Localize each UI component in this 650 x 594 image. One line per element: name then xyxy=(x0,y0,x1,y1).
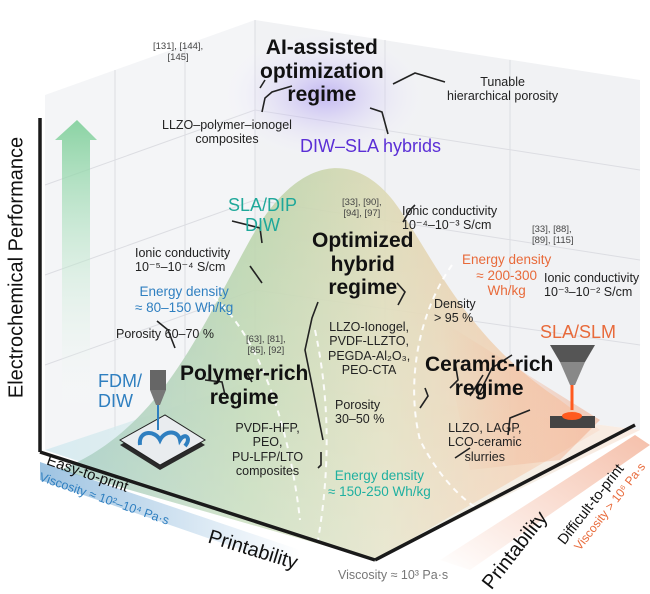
ai-regime-refs: [131], [144],[145] xyxy=(153,41,204,63)
performance-arrow-icon xyxy=(55,120,97,420)
polymer-regime-materials: PVDF-HFP, PEO, PU-LFP/LTO composites xyxy=(232,421,304,479)
easy-print-band xyxy=(40,462,300,570)
sla-printer-icon xyxy=(550,345,595,428)
difficult-print-band xyxy=(440,435,650,570)
fdm-printer-icon xyxy=(119,370,206,470)
hybrid-regime-title: Optimized hybrid regime xyxy=(312,229,414,300)
ceramic-regime-materials: LLZO, LAGP, LCO-ceramic slurries xyxy=(448,421,522,464)
hybrid-regime-energy: Energy density≈ 150-250 Wh/kg xyxy=(328,468,431,499)
ai-regime-technique: DIW–SLA hybrids xyxy=(300,136,442,156)
regime-boundaries xyxy=(204,264,501,541)
polymer-regime-porosity: Porosity 60–70 % xyxy=(116,327,214,341)
ceramic-regime-density: Density> 95 % xyxy=(434,297,476,326)
hybrid-regime-refs: [33], [90],[94], [97] xyxy=(342,197,382,219)
corner-viscosity-label: Viscosity ≈ 10³ Pa·s xyxy=(338,568,449,582)
ai-regime-title: AI-assisted optimization regime xyxy=(260,36,384,107)
ceramic-glow xyxy=(440,320,600,470)
polymer-regime-technique: FDM/DIW xyxy=(98,371,142,411)
ceramic-regime-technique: SLA/SLM xyxy=(540,322,617,342)
y-axis-label: Electrochemical Performance xyxy=(5,136,28,399)
ceramic-regime-energy: Energy density ≈ 200-300 Wh/kg xyxy=(462,252,552,299)
polymer-regime-energy: Energy density≈ 80–150 Wh/kg xyxy=(135,284,234,315)
leader-lines xyxy=(156,72,531,469)
ai-regime-glow xyxy=(215,25,435,165)
polymer-regime-refs: [63], [81],[85], [92] xyxy=(246,334,286,356)
hybrid-regime-materials: LLZO-Ionogel, PVDF-LLZTO, PEGDA-Al₂O₃, P… xyxy=(328,320,411,378)
ceramic-regime-refs: [33], [88],[89], [115] xyxy=(532,224,574,246)
axes-lines xyxy=(38,118,636,562)
